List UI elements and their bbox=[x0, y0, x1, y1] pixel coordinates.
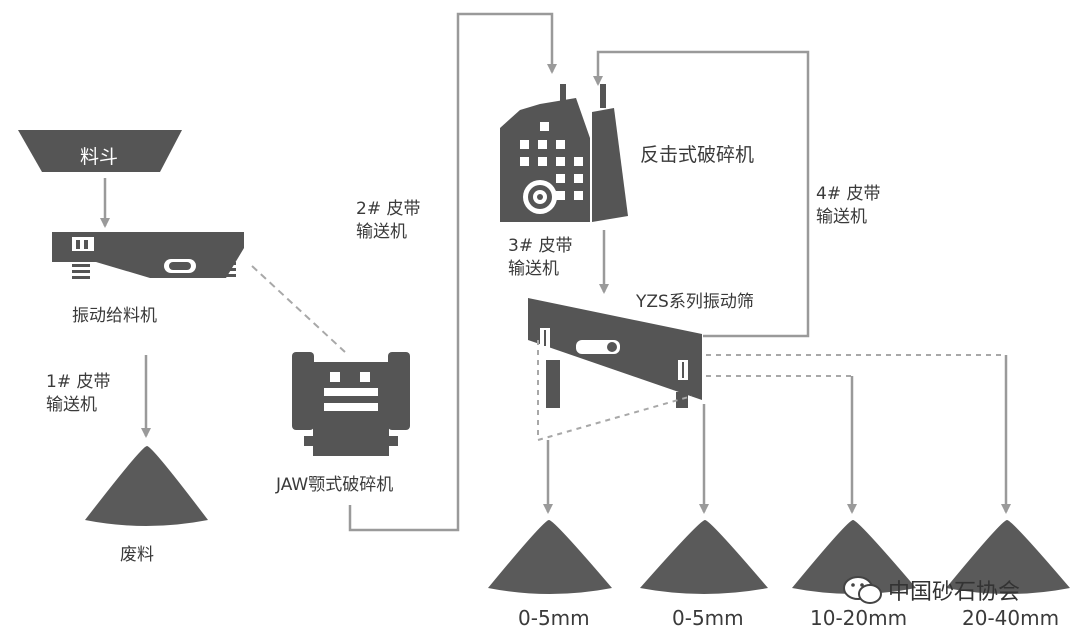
jaw-crusher bbox=[292, 352, 410, 456]
belt4-route bbox=[593, 50, 810, 338]
wechat-icon bbox=[843, 576, 882, 604]
belt1-label-line1: 1# 皮带 bbox=[46, 372, 111, 392]
product-pile-2 bbox=[640, 520, 768, 594]
feeder-label: 振动给料机 bbox=[72, 306, 157, 326]
product-pile-3 bbox=[792, 520, 916, 594]
product-size-1: 0-5mm bbox=[518, 606, 590, 630]
waste-pile bbox=[85, 446, 208, 526]
belt2-route bbox=[348, 12, 557, 532]
screen-outputs bbox=[537, 340, 1006, 442]
vibrating-feeder bbox=[52, 232, 244, 279]
vibrating-screen bbox=[528, 298, 702, 408]
watermark-text: 中国砂石协会 bbox=[888, 580, 1021, 605]
hopper bbox=[18, 130, 182, 172]
jaw-crusher-label: JAW颚式破碎机 bbox=[276, 475, 394, 495]
product-size-3: 10-20mm bbox=[810, 606, 908, 630]
impact-crusher-label: 反击式破碎机 bbox=[640, 144, 755, 166]
dashed-feeder-jaw bbox=[251, 265, 346, 353]
hopper-label: 料斗 bbox=[80, 146, 119, 168]
belt3-label-line1: 3# 皮带 bbox=[508, 236, 573, 256]
product-size-4: 20-40mm bbox=[962, 606, 1060, 630]
product-pile-1 bbox=[488, 520, 612, 594]
belt2-label-line2: 输送机 bbox=[356, 222, 407, 242]
screen-label: YZS系列振动筛 bbox=[636, 292, 754, 312]
belt4-label-line1: 4# 皮带 bbox=[816, 184, 881, 204]
product-pile-4 bbox=[946, 520, 1070, 594]
belt1-label-line2: 输送机 bbox=[46, 395, 97, 415]
belt3-label-line2: 输送机 bbox=[508, 259, 559, 279]
impact-crusher bbox=[500, 84, 628, 222]
product-size-2: 0-5mm bbox=[672, 606, 744, 630]
belt4-label-line2: 输送机 bbox=[816, 207, 867, 227]
belt2-label-line1: 2# 皮带 bbox=[356, 199, 421, 219]
waste-label: 废料 bbox=[120, 545, 154, 565]
